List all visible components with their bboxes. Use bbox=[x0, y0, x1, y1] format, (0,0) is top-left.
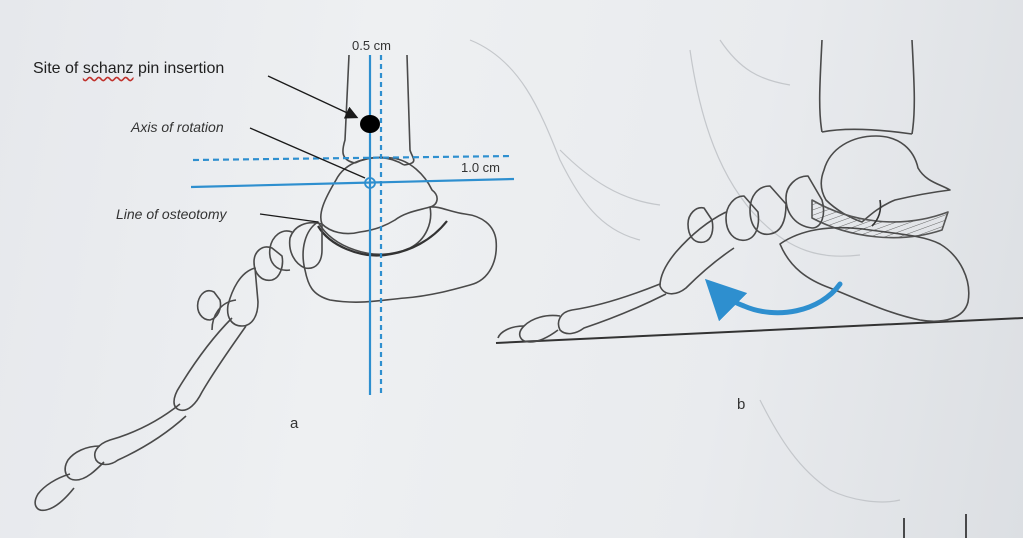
metatarsal-b bbox=[660, 212, 734, 294]
metatarsal-2 bbox=[174, 318, 246, 410]
site-label-prefix: Site of bbox=[33, 60, 83, 77]
cuneiform-b bbox=[726, 196, 759, 240]
talus-b bbox=[821, 136, 950, 222]
calcaneus bbox=[303, 207, 496, 302]
schanz-pin-site-dot bbox=[360, 115, 380, 133]
phalanx-distal bbox=[35, 474, 74, 510]
schanz-pin-site-label: Site of schanz pin insertion bbox=[33, 60, 224, 78]
site-label-schanz: schanz bbox=[83, 60, 134, 77]
axis-leader bbox=[250, 128, 365, 178]
panel-b-label: b bbox=[737, 396, 745, 413]
panel-a-label: a bbox=[290, 415, 298, 432]
panel-a-foot-drawing bbox=[35, 55, 496, 510]
phalanx-b-2 bbox=[520, 315, 560, 342]
line-of-osteotomy-label: Line of osteotomy bbox=[116, 206, 227, 222]
tibia-shaft bbox=[343, 55, 355, 163]
fibula-edge bbox=[404, 55, 414, 165]
crop-marks bbox=[904, 514, 966, 538]
site-label-suffix: pin insertion bbox=[134, 60, 225, 77]
navicular bbox=[290, 223, 322, 269]
tibia-b bbox=[820, 40, 822, 132]
measure-0-5cm-label: 0.5 cm bbox=[352, 38, 391, 53]
phalanx-proximal bbox=[95, 404, 186, 465]
ground-line bbox=[496, 318, 1023, 343]
axis-of-rotation-label: Axis of rotation bbox=[131, 119, 224, 135]
talus bbox=[321, 157, 437, 233]
phalanx-b-1 bbox=[559, 284, 667, 334]
osteotomy-leader bbox=[260, 214, 318, 222]
panel-b-foot-drawing bbox=[496, 40, 1023, 343]
metatarsal-3 bbox=[198, 291, 221, 320]
guide-lines bbox=[191, 55, 514, 395]
pin-site-leader bbox=[268, 76, 356, 117]
cuneiform bbox=[254, 247, 283, 280]
rotation-arrow-icon bbox=[712, 284, 840, 313]
measure-1-0cm-label: 1.0 cm bbox=[461, 160, 500, 175]
metatarsal-1 bbox=[228, 268, 258, 326]
horizontal-axis-solid bbox=[191, 179, 514, 187]
background-bleed-sketch bbox=[470, 40, 900, 502]
